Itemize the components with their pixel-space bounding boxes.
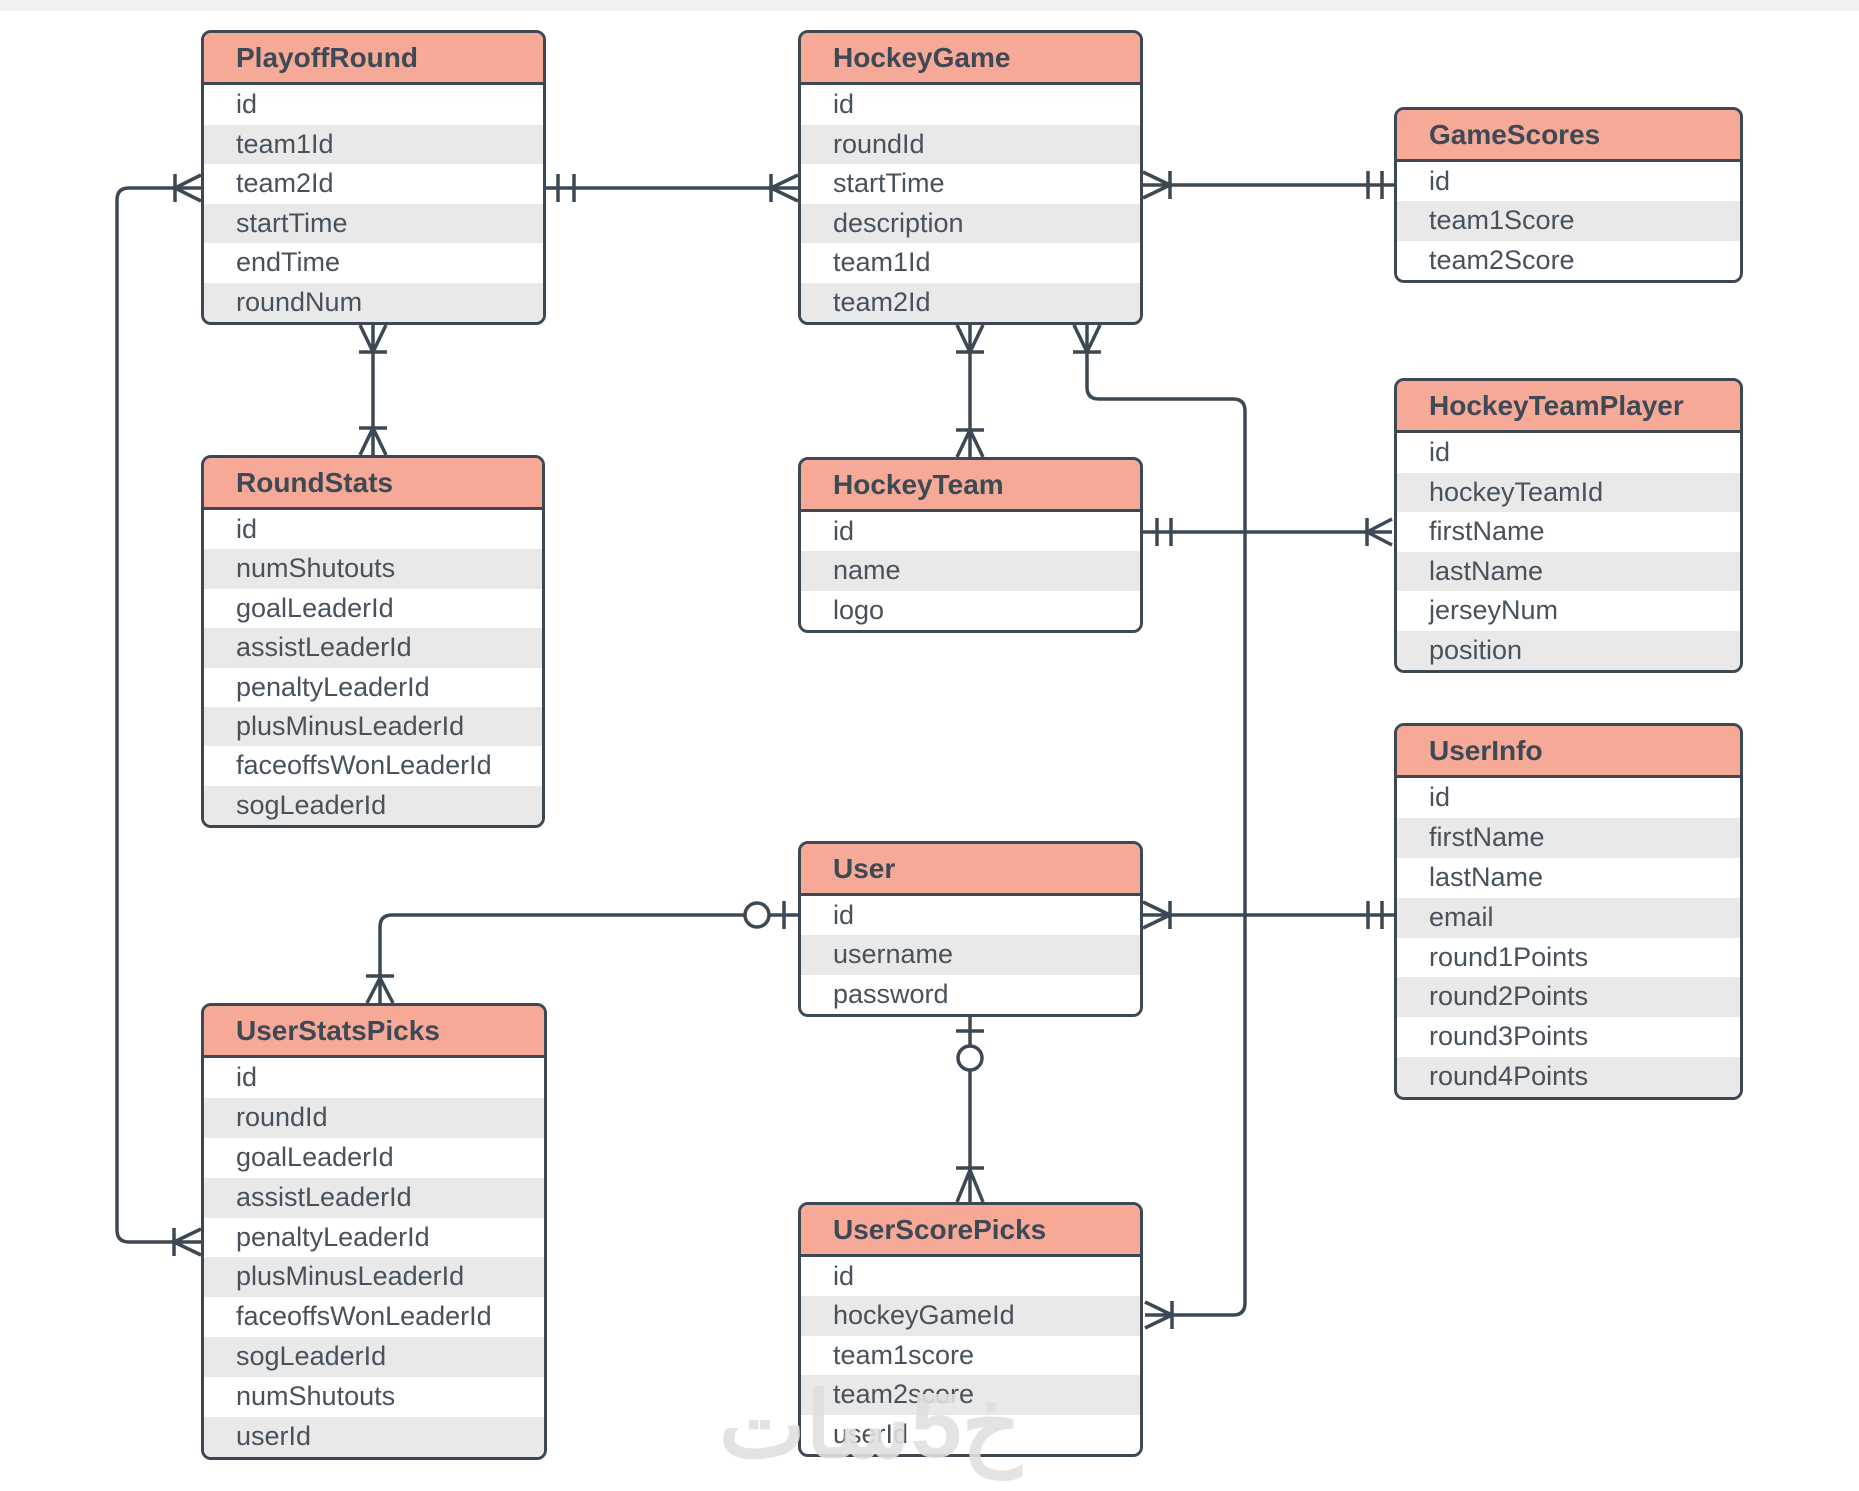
field-team1score: team1Score <box>1397 201 1740 241</box>
field-id: id <box>801 512 1140 552</box>
rel-user-userstatspicks <box>365 901 798 1004</box>
field-plusminusleaderid: plusMinusLeaderId <box>204 1257 544 1298</box>
field-plusminusleaderid: plusMinusLeaderId <box>204 706 542 747</box>
field-team2id: team2Id <box>204 164 543 204</box>
field-team2id: team2Id <box>801 282 1140 322</box>
field-firstname: firstName <box>1397 512 1740 552</box>
field-penaltyleaderid: penaltyLeaderId <box>204 1217 544 1258</box>
field-logo: logo <box>801 590 1140 630</box>
field-id: id <box>204 1058 544 1098</box>
field-assistleaderid: assistLeaderId <box>204 628 542 668</box>
field-round2points: round2Points <box>1397 977 1740 1018</box>
field-goalleaderid: goalLeaderId <box>204 1137 544 1178</box>
field-hockeyteamid: hockeyTeamId <box>1397 472 1740 512</box>
entity-title: GameScores <box>1397 110 1740 162</box>
zero-cardinality-circle <box>743 901 771 929</box>
rel-playoffround-hockeygame <box>546 173 799 203</box>
field-team2score: team2score <box>801 1375 1140 1415</box>
field-position: position <box>1397 630 1740 670</box>
field-round1points: round1Points <box>1397 937 1740 978</box>
rel-playoffround-userstatspicks <box>115 173 202 1257</box>
rel-hockeyteam-hockeyteamplayer <box>1143 517 1393 547</box>
rel-hockeygame-hockeyteam <box>955 324 985 458</box>
field-description: description <box>801 203 1140 243</box>
entity-title: HockeyTeam <box>801 460 1140 512</box>
rel-user-userinfo <box>1142 900 1395 930</box>
field-sogleaderid: sogLeaderId <box>204 1337 544 1378</box>
field-round4points: round4Points <box>1397 1057 1740 1097</box>
field-goalleaderid: goalLeaderId <box>204 588 542 629</box>
field-userid: userId <box>204 1417 544 1457</box>
entity-title: PlayoffRound <box>204 33 543 85</box>
field-id: id <box>1397 162 1740 202</box>
entity-title: UserStatsPicks <box>204 1006 544 1058</box>
field-firstname: firstName <box>1397 817 1740 858</box>
field-faceoffswonleaderid: faceoffsWonLeaderId <box>204 746 542 786</box>
field-starttime: startTime <box>204 203 543 243</box>
entity-title: UserScorePicks <box>801 1205 1140 1257</box>
field-name: name <box>801 551 1140 591</box>
field-id: id <box>801 85 1140 125</box>
field-userid: userId <box>801 1414 1140 1454</box>
entity-title: UserInfo <box>1397 726 1740 778</box>
field-team1id: team1Id <box>204 124 543 164</box>
field-team1score: team1score <box>801 1335 1140 1376</box>
entity-title: RoundStats <box>204 458 542 510</box>
field-id: id <box>801 896 1140 936</box>
rel-user-userscorepicks <box>955 1017 985 1203</box>
field-username: username <box>801 935 1140 975</box>
field-lastname: lastName <box>1397 857 1740 898</box>
rel-hockeygame-gamescores <box>1142 170 1395 200</box>
field-id: id <box>204 85 543 125</box>
field-jerseynum: jerseyNum <box>1397 591 1740 631</box>
field-lastname: lastName <box>1397 551 1740 591</box>
rel-hockeygame-userscorepicks <box>1072 324 1247 1330</box>
entity-title: User <box>801 844 1140 896</box>
field-roundid: roundId <box>204 1097 544 1138</box>
field-roundid: roundId <box>801 124 1140 164</box>
field-id: id <box>204 510 542 550</box>
field-numshutouts: numShutouts <box>204 549 542 589</box>
field-starttime: startTime <box>801 164 1140 204</box>
entity-title: HockeyTeamPlayer <box>1397 381 1740 433</box>
zero-cardinality-circle <box>956 1044 984 1072</box>
field-roundnum: roundNum <box>204 282 543 322</box>
field-numshutouts: numShutouts <box>204 1377 544 1418</box>
field-sogleaderid: sogLeaderId <box>204 785 542 825</box>
field-assistleaderid: assistLeaderId <box>204 1177 544 1218</box>
field-endtime: endTime <box>204 243 543 283</box>
field-hockeygameid: hockeyGameId <box>801 1296 1140 1336</box>
field-id: id <box>1397 778 1740 818</box>
field-team2score: team2Score <box>1397 240 1740 280</box>
field-round3points: round3Points <box>1397 1017 1740 1058</box>
field-email: email <box>1397 897 1740 938</box>
field-faceoffswonleaderid: faceoffsWonLeaderId <box>204 1297 544 1338</box>
field-id: id <box>801 1257 1140 1297</box>
top-edge-strip <box>0 0 1859 11</box>
field-password: password <box>801 974 1140 1014</box>
entity-title: HockeyGame <box>801 33 1140 85</box>
field-penaltyleaderid: penaltyLeaderId <box>204 667 542 707</box>
field-team1id: team1Id <box>801 243 1140 283</box>
rel-playoffround-roundstats <box>358 324 388 456</box>
field-id: id <box>1397 433 1740 473</box>
